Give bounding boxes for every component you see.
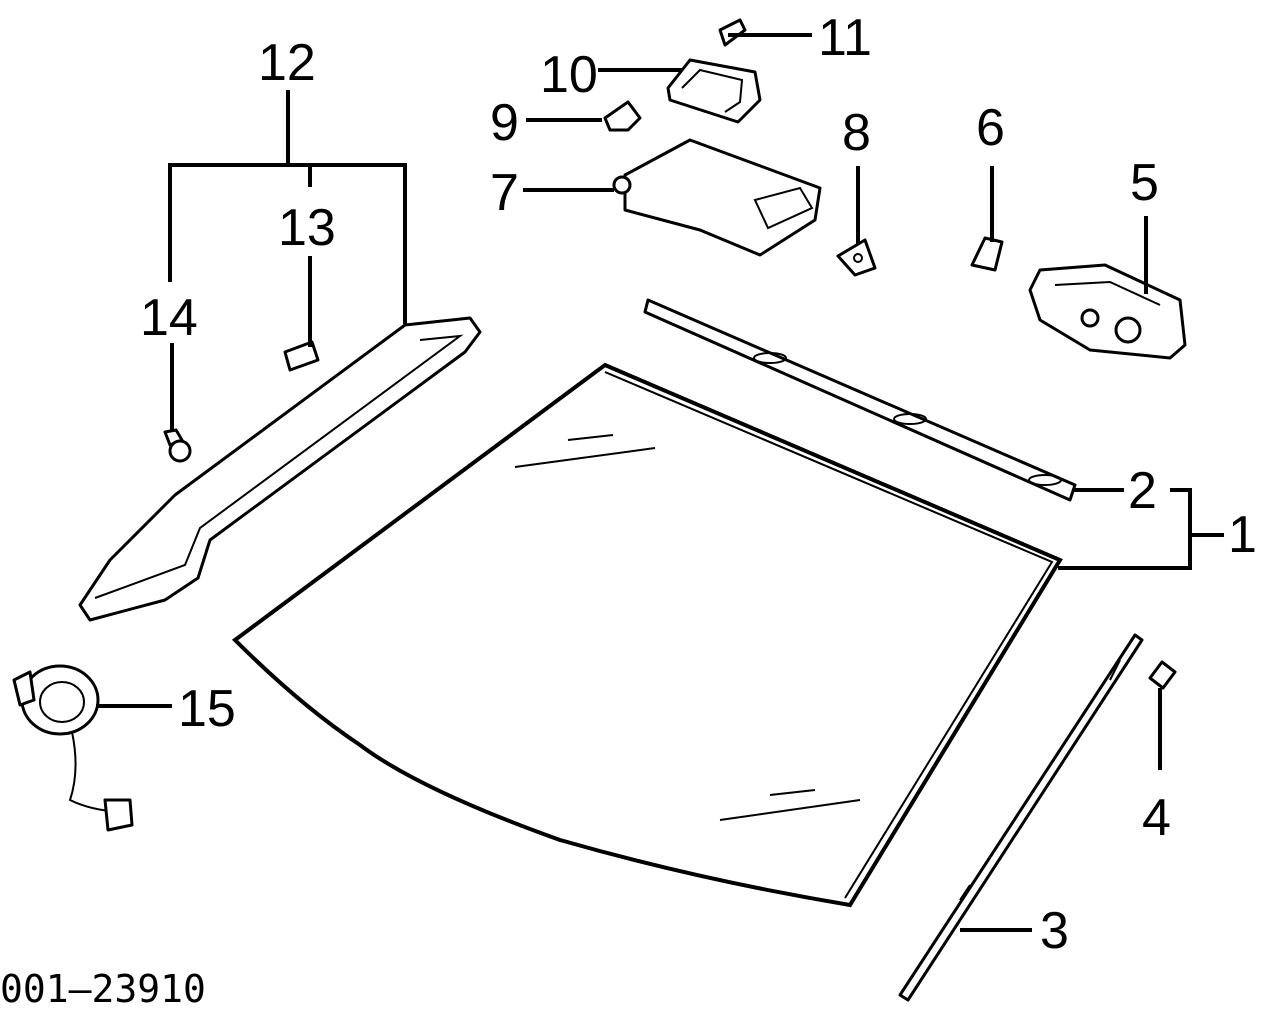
callout-3: 3 (1040, 902, 1069, 960)
trim-clip (283, 340, 320, 372)
side-molding-strip (898, 633, 1144, 1002)
callout-1: 1 (1228, 506, 1257, 564)
callout-15: 15 (178, 680, 236, 738)
figure-id: 001–23910 (0, 967, 206, 1011)
rear-view-mirror (1028, 263, 1187, 360)
sun-visor (612, 138, 822, 257)
callout-9: 9 (490, 94, 519, 152)
visor-clip (836, 238, 877, 277)
callout-12: 12 (258, 34, 316, 92)
pillar-trim (78, 316, 482, 622)
dome-lamp (666, 58, 762, 124)
rain-sensor (12, 664, 134, 832)
callout-14: 14 (140, 289, 198, 347)
callout-8: 8 (842, 104, 871, 162)
callout-2: 2 (1128, 462, 1157, 520)
push-pin (163, 428, 192, 463)
callout-13: 13 (278, 199, 336, 257)
pad-part (970, 236, 1004, 272)
small-clip (603, 100, 642, 132)
clip-part (1148, 660, 1177, 690)
leader-lines (96, 33, 1224, 932)
callout-4: 4 (1142, 789, 1171, 847)
windshield-glass (231, 362, 1063, 908)
callout-7: 7 (490, 164, 519, 222)
callout-6: 6 (976, 99, 1005, 157)
callout-11: 11 (818, 9, 872, 67)
screw-part (718, 18, 747, 47)
callout-5: 5 (1130, 154, 1159, 212)
upper-molding-strip (643, 298, 1077, 502)
callout-10: 10 (540, 46, 598, 104)
